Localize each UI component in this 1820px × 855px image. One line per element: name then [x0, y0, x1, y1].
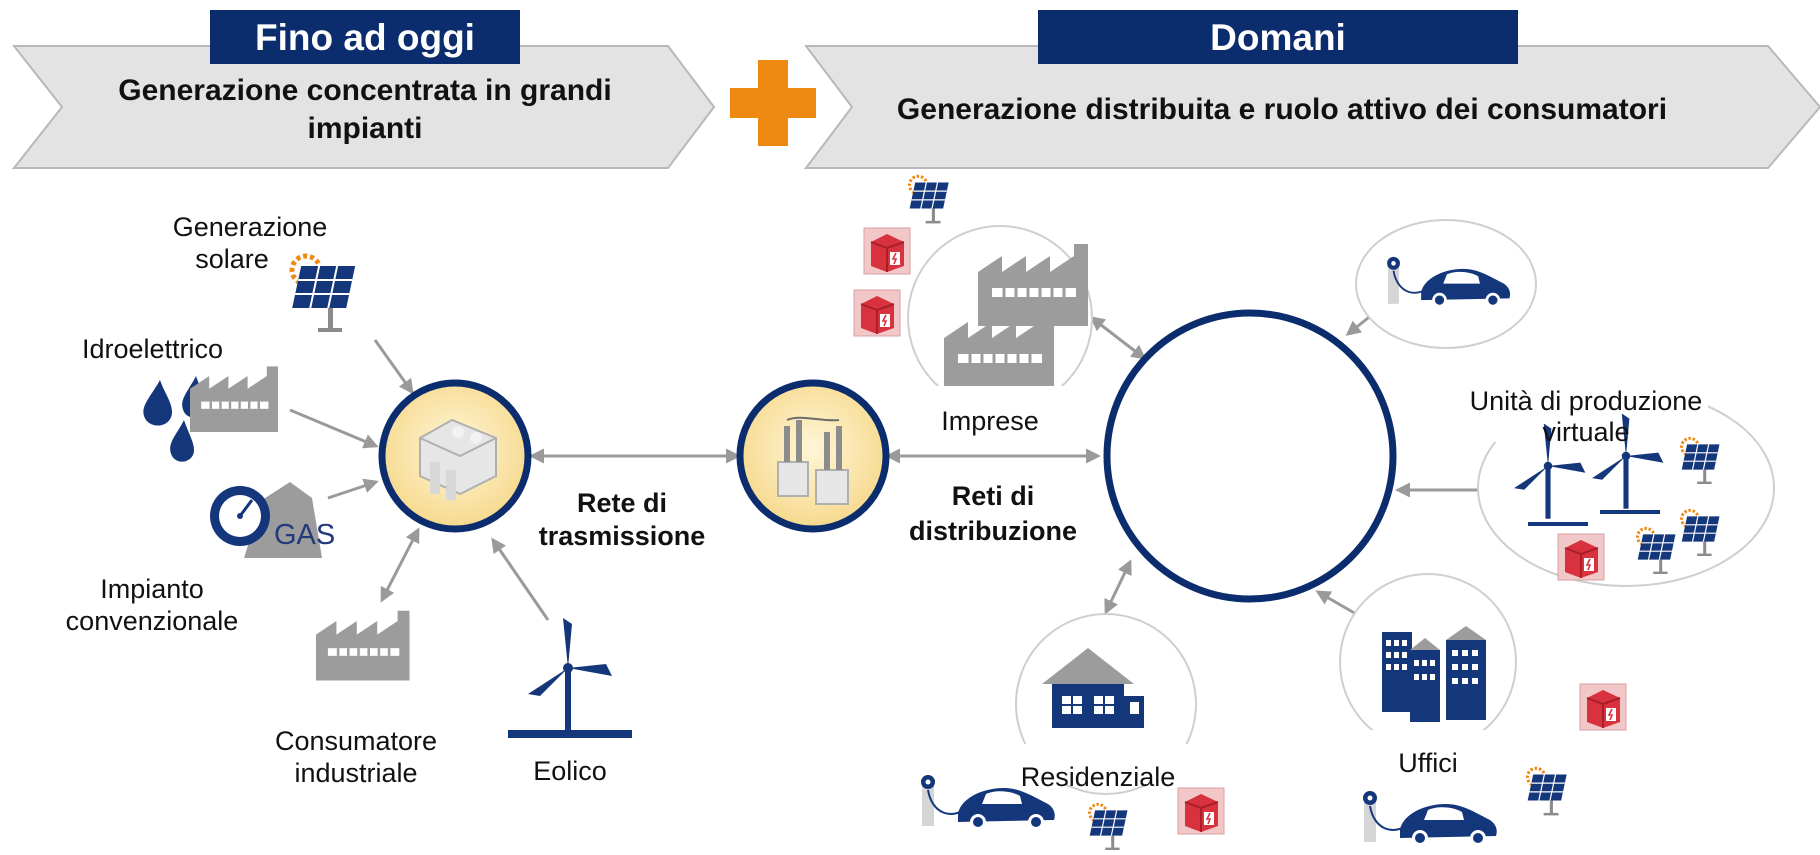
businesses-battery-icon-2 — [853, 289, 901, 337]
residential-node — [1010, 613, 1210, 795]
businesses-solar-icon — [907, 174, 951, 225]
industrial-consumer-icon — [314, 609, 411, 682]
offices-battery-icon — [1579, 683, 1627, 731]
industrial-label-line2: industriale — [294, 758, 417, 788]
virtual-unit-node — [1464, 382, 1775, 587]
offices-ev-icon — [1362, 790, 1498, 847]
virtual-unit-label-line1: Unità di produzione — [1470, 386, 1703, 416]
hydro-plant-icon — [188, 365, 280, 434]
virtual-unit-label-line2: virtuale — [1542, 417, 1629, 447]
tab-left-label: Fino ad oggi — [255, 17, 475, 58]
businesses-label: Imprese — [941, 406, 1039, 436]
offices-solar-icon — [1525, 766, 1569, 817]
tab-right-background — [1038, 10, 1518, 64]
hydro-label: Idroelettrico — [82, 334, 223, 364]
transmission-label-line2: trasmissione — [539, 521, 706, 551]
solar-panel-icon — [292, 256, 355, 332]
gas-plant-icon — [210, 482, 322, 558]
businesses-battery-icon — [863, 227, 911, 275]
conventional-label-line2: convenzionale — [66, 606, 239, 636]
power-plant-node — [378, 379, 532, 533]
distribution-label-line2: distribuzione — [909, 516, 1077, 546]
gas-symbol: GAS — [274, 519, 335, 551]
tab-right-label: Domani — [1210, 17, 1346, 58]
industrial-label-line1: Consumatore — [275, 726, 437, 756]
transmission-label-line1: Rete di — [577, 488, 667, 518]
left-subtitle-line1: Generazione concentrata in grandi — [118, 74, 611, 107]
distribution-hub-ring — [1103, 309, 1397, 603]
left-subtitle-line2: impianti — [307, 112, 422, 145]
ev-charging-node — [1355, 219, 1537, 349]
conventional-label-line1: Impianto — [100, 574, 204, 604]
wind-label: Eolico — [533, 756, 607, 786]
solar-label-line2: solare — [195, 244, 269, 274]
businesses-node — [904, 225, 1098, 416]
residential-solar-icon — [1088, 802, 1129, 852]
connector-arrows — [289, 308, 1478, 624]
solar-label-line1: Generazione — [173, 212, 328, 242]
wind-turbine-icon — [508, 618, 632, 738]
plus-icon — [730, 60, 816, 146]
residential-battery-icon — [1177, 787, 1225, 835]
right-subtitle: Generazione distribuita e ruolo attivo d… — [897, 93, 1667, 126]
substation-node — [736, 379, 890, 533]
tab-left-background — [210, 10, 520, 64]
distribution-label-line1: Reti di — [952, 481, 1035, 511]
offices-label: Uffici — [1398, 748, 1458, 778]
offices-node — [1334, 573, 1524, 770]
residential-label: Residenziale — [1021, 762, 1176, 792]
